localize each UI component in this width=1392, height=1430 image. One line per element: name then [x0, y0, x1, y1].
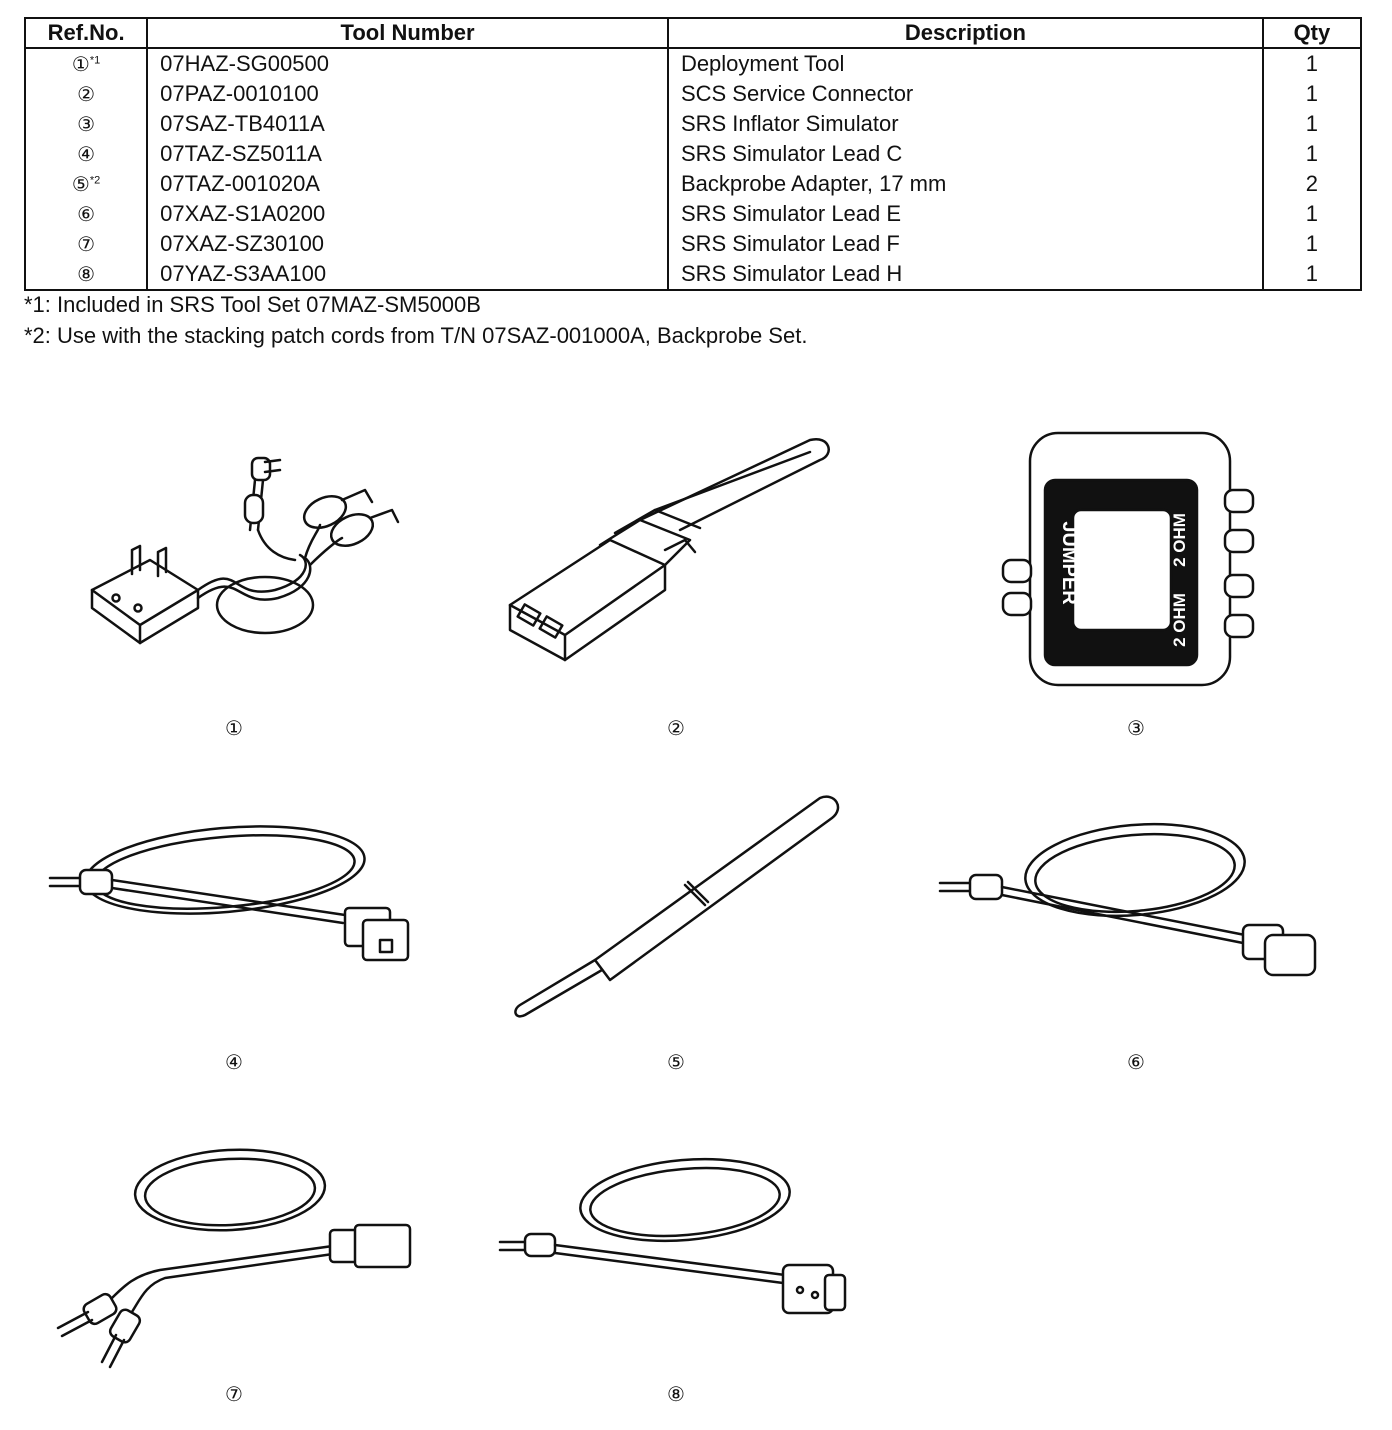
ref-cell: ④	[23, 139, 149, 169]
tool-number-cell: 07TAZ-SZ5011A	[146, 139, 669, 169]
ref-number: ①	[71, 52, 90, 76]
ref-number: ⑦	[77, 232, 96, 256]
qty-cell: 1	[1261, 139, 1363, 169]
ref-number: ⑧	[77, 262, 96, 286]
figure-label-8: ⑧	[667, 1382, 685, 1406]
footnote-1: *1: Included in SRS Tool Set 07MAZ-SM500…	[24, 292, 481, 317]
tool-number-cell: 07SAZ-TB4011A	[146, 109, 669, 139]
table-header-row: Ref.No. Tool Number Description Qty	[23, 18, 1363, 49]
ref-cell: ③	[23, 109, 149, 139]
table-row: ①*1 07HAZ-SG00500 Deployment Tool 1	[23, 48, 1363, 79]
footnote-mark: *1	[89, 54, 101, 67]
tool-list-table: Ref.No. Tool Number Description Qty ①*1 …	[23, 17, 1363, 291]
scs-service-connector-illustration	[508, 437, 830, 662]
ref-cell: ⑥	[23, 199, 149, 229]
ref-number: ⑤	[71, 172, 90, 196]
table-row: ⑦ 07XAZ-SZ30100 SRS Simulator Lead F 1	[23, 229, 1363, 259]
description-cell: SRS Inflator Simulator	[666, 109, 1264, 139]
qty-cell: 1	[1261, 109, 1363, 139]
ref-cell: ①*1	[23, 48, 149, 79]
table-row: ③ 07SAZ-TB4011A SRS Inflator Simulator 1	[23, 109, 1363, 139]
jumper-label: JUMPER	[1058, 521, 1080, 605]
ref-number: ⑥	[77, 202, 96, 226]
figure-label-7: ⑦	[225, 1382, 243, 1406]
srs-inflator-simulator-illustration: JUMPER 2 OHM 2 OHM	[1001, 431, 1255, 687]
description-cell: Deployment Tool	[666, 48, 1264, 79]
description-cell: SCS Service Connector	[666, 79, 1264, 109]
footnote-2: *2: Use with the stacking patch cords fr…	[24, 323, 808, 348]
header-qty: Qty	[1261, 18, 1363, 49]
qty-cell: 1	[1261, 229, 1363, 259]
qty-cell: 2	[1261, 169, 1363, 199]
figure-label-3: ③	[1127, 716, 1145, 740]
ref-cell: ⑧	[23, 259, 149, 290]
tool-number-cell: 07XAZ-SZ30100	[146, 229, 669, 259]
header-tool-number: Tool Number	[146, 18, 669, 49]
qty-cell: 1	[1261, 79, 1363, 109]
header-description: Description	[666, 18, 1264, 49]
table-row: ④ 07TAZ-SZ5011A SRS Simulator Lead C 1	[23, 139, 1363, 169]
ref-number: ④	[77, 142, 96, 166]
ref-cell: ⑤*2	[23, 169, 149, 199]
qty-cell: 1	[1261, 199, 1363, 229]
tool-number-cell: 07YAZ-S3AA100	[146, 259, 669, 290]
deployment-tool-illustration	[90, 456, 400, 645]
ohm-label-top: 2 OHM	[1170, 513, 1189, 567]
figure-label-6: ⑥	[1127, 1050, 1145, 1074]
ref-number: ③	[77, 112, 96, 136]
srs-simulator-lead-c-illustration	[48, 825, 410, 962]
tool-number-cell: 07XAZ-S1A0200	[146, 199, 669, 229]
description-cell: SRS Simulator Lead F	[666, 229, 1264, 259]
ref-cell: ⑦	[23, 229, 149, 259]
figure-label-5: ⑤	[667, 1050, 685, 1074]
ohm-label-bottom: 2 OHM	[1170, 593, 1189, 647]
description-cell: SRS Simulator Lead C	[666, 139, 1264, 169]
footnote-mark: *2	[89, 174, 101, 187]
srs-simulator-lead-h-illustration	[498, 1157, 847, 1315]
figure-label-1: ①	[225, 716, 243, 740]
backprobe-adapter-illustration	[514, 795, 840, 1018]
tool-number-cell: 07PAZ-0010100	[146, 79, 669, 109]
srs-simulator-lead-f-illustration	[56, 1148, 412, 1369]
description-cell: SRS Simulator Lead E	[666, 199, 1264, 229]
tool-number-cell: 07TAZ-001020A	[146, 169, 669, 199]
description-cell: SRS Simulator Lead H	[666, 259, 1264, 290]
description-cell: Backprobe Adapter, 17 mm	[666, 169, 1264, 199]
ref-cell: ②	[23, 79, 149, 109]
ref-number: ②	[77, 82, 96, 106]
figure-label-2: ②	[667, 716, 685, 740]
qty-cell: 1	[1261, 48, 1363, 79]
srs-simulator-lead-e-illustration	[938, 822, 1317, 977]
tool-number-cell: 07HAZ-SG00500	[146, 48, 669, 79]
table-row: ② 07PAZ-0010100 SCS Service Connector 1	[23, 79, 1363, 109]
header-ref-no: Ref.No.	[23, 18, 149, 49]
table-row: ⑥ 07XAZ-S1A0200 SRS Simulator Lead E 1	[23, 199, 1363, 229]
table-row: ⑤*2 07TAZ-001020A Backprobe Adapter, 17 …	[23, 169, 1363, 199]
table-row: ⑧ 07YAZ-S3AA100 SRS Simulator Lead H 1	[23, 259, 1363, 290]
figure-label-4: ④	[225, 1050, 243, 1074]
qty-cell: 1	[1261, 259, 1363, 290]
